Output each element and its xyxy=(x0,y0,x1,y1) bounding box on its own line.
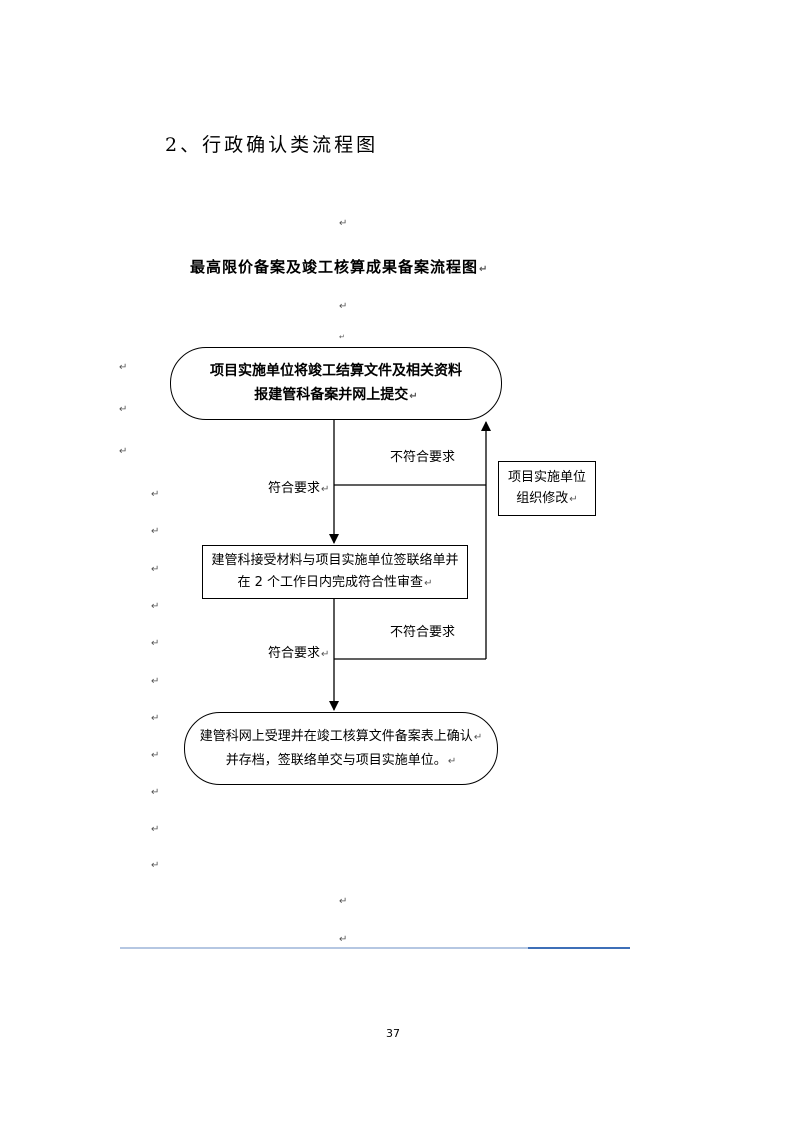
paragraph-mark: ↵ xyxy=(321,484,330,495)
rework-line1: 项目实施单位 xyxy=(507,470,586,485)
paragraph-mark: ↵ xyxy=(447,755,457,767)
chart-title: 最高限价备案及竣工核算成果备案流程图↵ xyxy=(190,256,488,277)
chart-title-text: 最高限价备案及竣工核算成果备案流程图 xyxy=(190,258,479,276)
paragraph-mark: ↵ xyxy=(339,333,345,341)
paragraph-mark: ↵ xyxy=(479,264,489,275)
paragraph-mark: ↵ xyxy=(151,787,160,798)
paragraph-mark: ↵ xyxy=(569,494,578,505)
paragraph-mark: ↵ xyxy=(151,638,160,649)
step-accept-box: 建管科网上受理并在竣工核算文件备案表上确认↵ 并存档，签联络单交与项目实施单位。… xyxy=(184,712,498,785)
label-conform-1-text: 符合要求 xyxy=(268,481,321,496)
paragraph-mark: ↵ xyxy=(151,676,160,687)
section-heading: 2、行政确认类流程图 xyxy=(165,134,379,156)
paragraph-mark: ↵ xyxy=(119,362,128,373)
paragraph-mark: ↵ xyxy=(339,218,348,229)
step-submit-line1: 项目实施单位将竣工结算文件及相关资料 xyxy=(210,362,462,379)
paragraph-mark: ↵ xyxy=(339,896,348,907)
step-review-line2: 在 2 个工作日内完成符合性审查 xyxy=(237,574,424,590)
paragraph-mark: ↵ xyxy=(151,860,160,871)
paragraph-mark: ↵ xyxy=(409,390,418,402)
paragraph-mark: ↵ xyxy=(151,526,160,537)
step-submit-box: 项目实施单位将竣工结算文件及相关资料 报建管科备案并网上提交↵ xyxy=(170,347,502,420)
paragraph-mark: ↵ xyxy=(151,601,160,612)
label-nonconform-1: 不符合要求 xyxy=(390,450,456,465)
paragraph-mark: ↵ xyxy=(119,404,128,415)
rework-line2: 组织修改 xyxy=(516,491,569,506)
paragraph-mark: ↵ xyxy=(339,301,348,312)
paragraph-mark: ↵ xyxy=(424,577,433,589)
paragraph-mark: ↵ xyxy=(151,750,160,761)
paragraph-mark: ↵ xyxy=(151,713,160,724)
paragraph-mark: ↵ xyxy=(151,489,160,500)
paragraph-mark: ↵ xyxy=(151,564,160,575)
paragraph-mark: ↵ xyxy=(339,934,348,945)
label-nonconform-2: 不符合要求 xyxy=(390,625,456,640)
step-submit-line2: 报建管科备案并网上提交 xyxy=(254,386,409,403)
paragraph-mark: ↵ xyxy=(151,824,160,835)
step-accept-line2: 并存档，签联络单交与项目实施单位。 xyxy=(225,752,447,768)
paragraph-mark: ↵ xyxy=(321,649,330,660)
paragraph-mark: ↵ xyxy=(119,446,128,457)
step-accept-line1: 建管科网上受理并在竣工核算文件备案表上确认 xyxy=(199,728,473,744)
rework-box: 项目实施单位 组织修改↵ xyxy=(498,461,596,516)
label-conform-2-text: 符合要求 xyxy=(268,646,321,661)
step-review-line1: 建管科接受材料与项目实施单位签联络单并 xyxy=(211,552,459,568)
label-conform-1: 符合要求↵ xyxy=(268,477,329,496)
step-review-box: 建管科接受材料与项目实施单位签联络单并 在 2 个工作日内完成符合性审查↵ xyxy=(202,545,468,599)
page-number: 37 xyxy=(386,1027,400,1040)
paragraph-mark: ↵ xyxy=(473,731,483,743)
label-conform-2: 符合要求↵ xyxy=(268,642,329,661)
